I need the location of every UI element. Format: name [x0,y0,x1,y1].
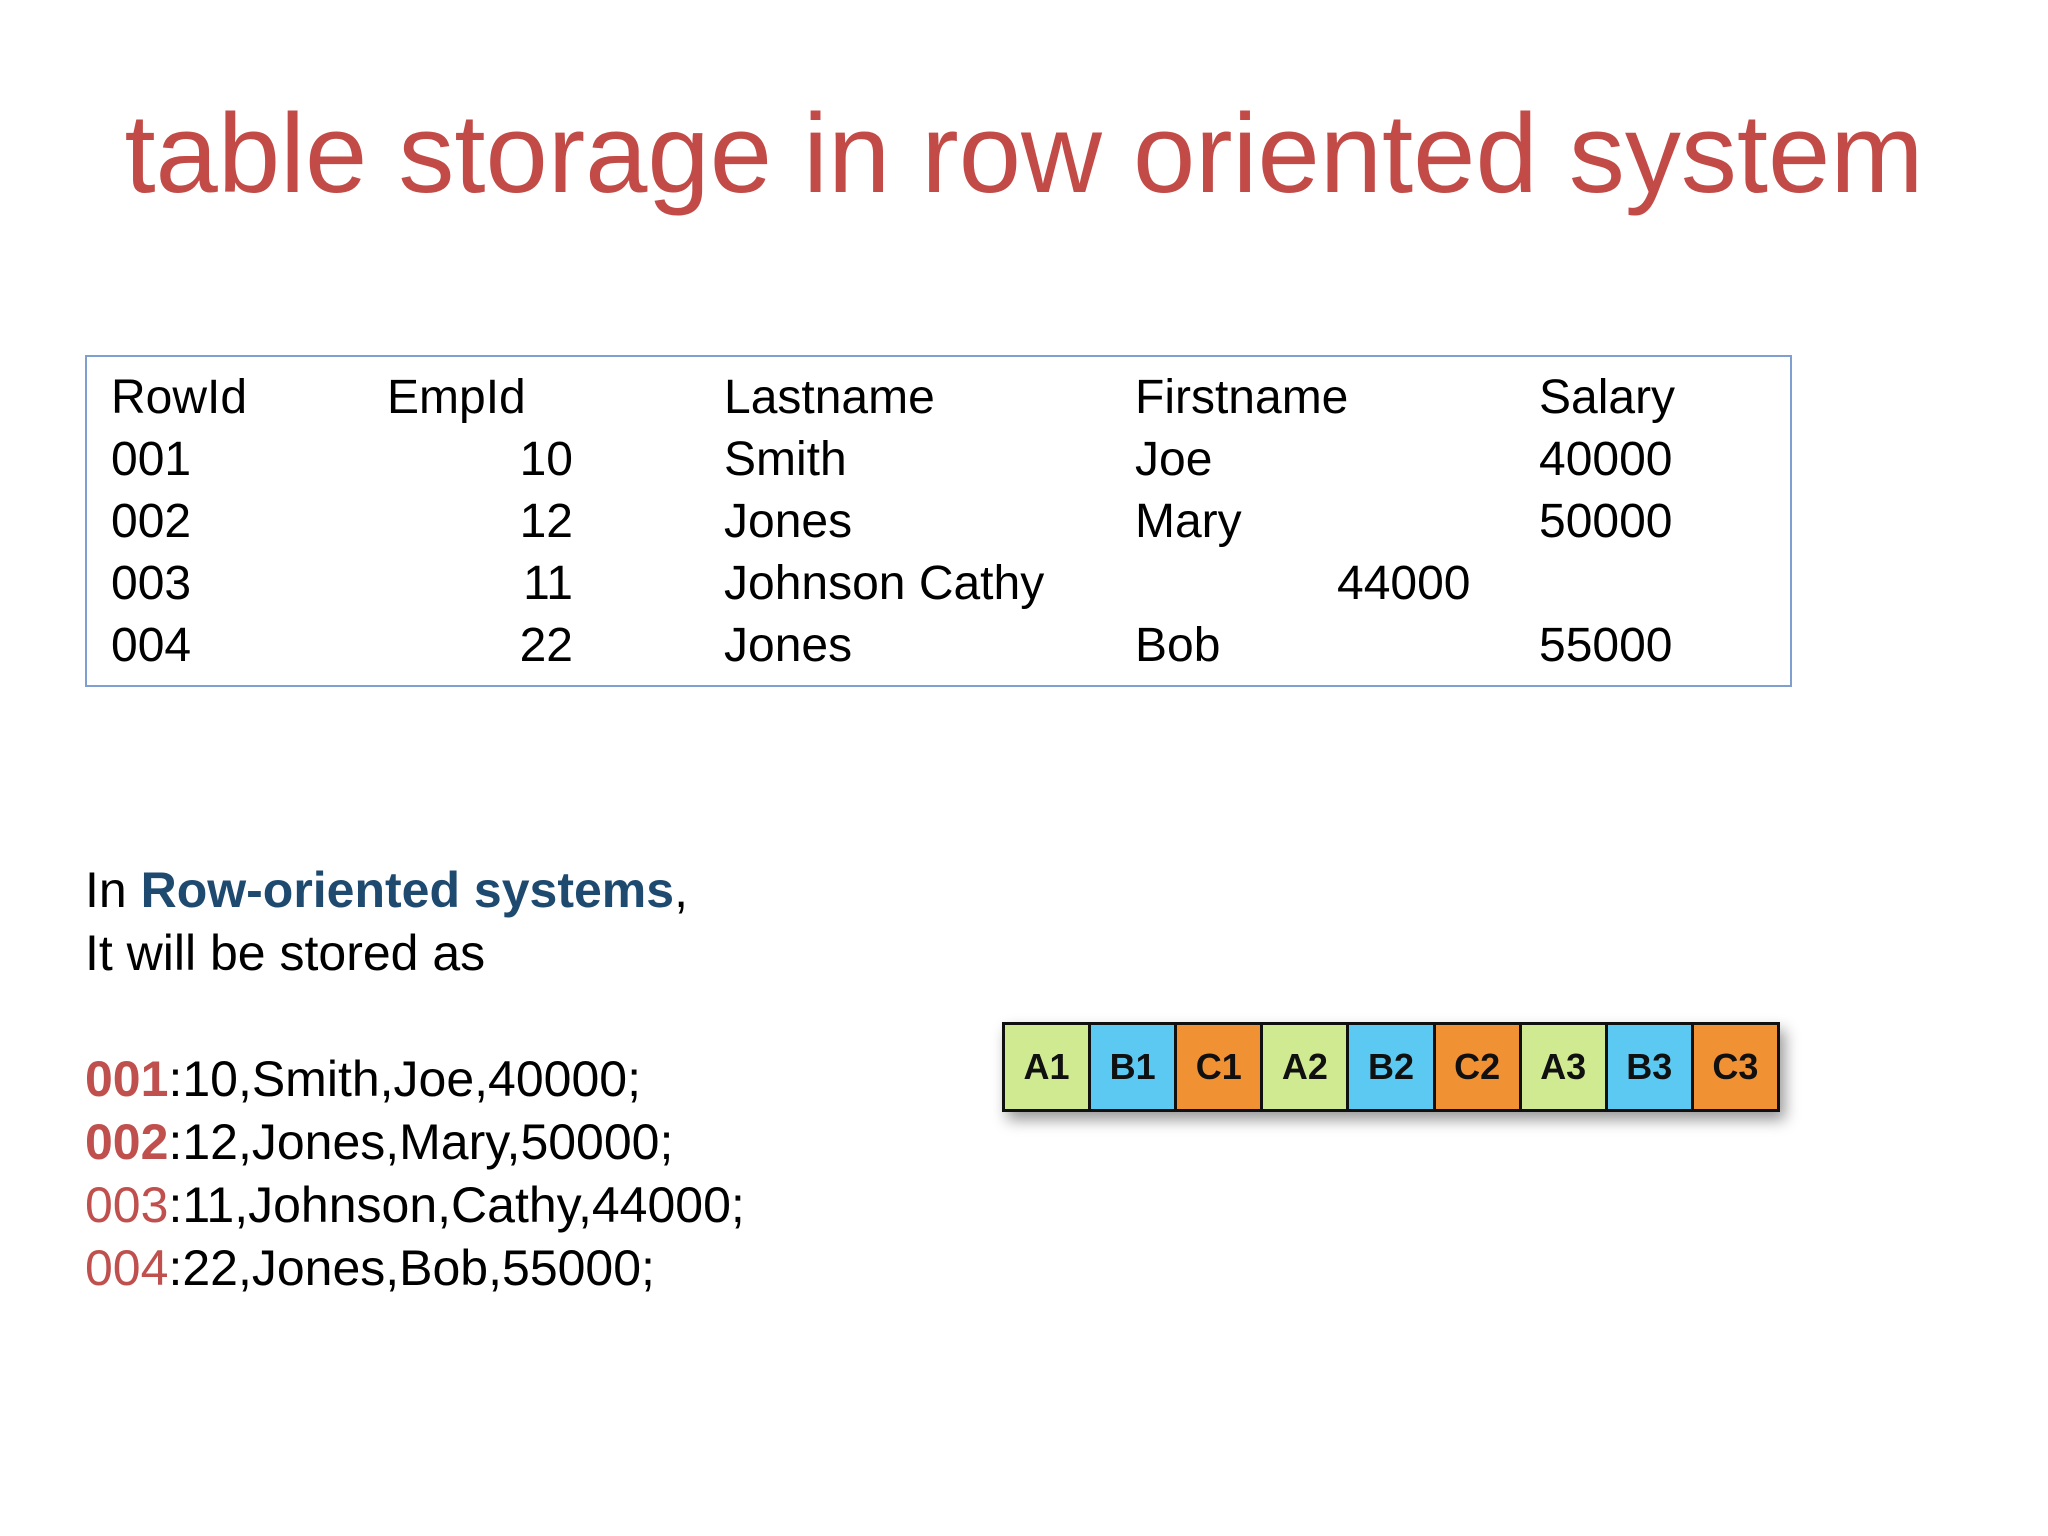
row-storage-strip-diagram: A1 B1 C1 A2 B2 C2 A3 B3 C3 [1002,1022,1780,1112]
cell-firstname: Bob [1135,619,1221,672]
table-header-row: RowId EmpId Lastname Firstname Salary [87,367,1790,429]
strip-cell: A2 [1260,1025,1347,1109]
header-salary: Salary [1539,371,1676,424]
cell-salary: 40000 [1539,433,1673,486]
slide-title: table storage in row oriented system [124,91,1924,216]
cell-empid: 12 [519,495,573,548]
cell-empid: 10 [519,433,573,486]
cell-empid: 11 [523,557,573,610]
cell-salary: 55000 [1539,619,1673,672]
strip-cell: C1 [1174,1025,1261,1109]
record-values: :12,Jones,Mary,50000; [168,1114,674,1170]
intro-emphasis: Row-oriented systems [140,862,675,918]
record-values: :10,Smith,Joe,40000; [168,1051,641,1107]
record-id: 002 [85,1114,169,1170]
record-values: :22,Jones,Bob,55000; [168,1240,655,1296]
strip-cell: C3 [1690,1025,1777,1109]
cell-lastname: Jones [724,619,853,672]
cell-rowid: 004 [111,619,192,672]
table-row: 001 10 Smith Joe 40000 [87,429,1790,491]
cell-salary-offset: 44000 [1337,557,1471,610]
blank-line [85,985,745,1048]
strip-cell: B1 [1088,1025,1175,1109]
header-firstname: Firstname [1135,371,1349,424]
cell-lastname: Johnson Cathy [724,557,1045,610]
strip-cell: B2 [1346,1025,1433,1109]
intro-line: In Row-oriented systems, [85,859,745,922]
record-line: 002:12,Jones,Mary,50000; [85,1111,745,1174]
header-empid: EmpId [387,371,526,424]
cell-rowid: 003 [111,557,192,610]
table-row: 002 12 Jones Mary 50000 [87,491,1790,553]
record-id: 004 [85,1240,169,1296]
stored-as-line: It will be stored as [85,925,486,981]
header-lastname: Lastname [724,371,935,424]
strip-cell: A3 [1518,1025,1605,1109]
table-row: 003 11 Johnson Cathy 44000 [87,553,1790,615]
cell-lastname: Jones [724,495,853,548]
record-id: 003 [85,1177,169,1233]
record-line: 001:10,Smith,Joe,40000; [85,1048,745,1111]
table-row: 004 22 Jones Bob 55000 [87,615,1790,677]
strip-cell: C2 [1432,1025,1519,1109]
cell-rowid: 002 [111,495,192,548]
cell-rowid: 001 [111,433,192,486]
record-line: 003:11,Johnson,Cathy,44000; [85,1174,745,1237]
explanation-block: In Row-oriented systems, It will be stor… [85,859,745,1300]
header-rowid: RowId [111,371,248,424]
strip-cell: B3 [1604,1025,1691,1109]
cell-firstname: Mary [1135,495,1242,548]
cell-salary: 50000 [1539,495,1673,548]
intro-comma: , [674,862,688,918]
intro-prefix: In [85,862,141,918]
cell-lastname: Smith [724,433,847,486]
employee-table: RowId EmpId Lastname Firstname Salary 00… [85,355,1792,687]
record-values: :11,Johnson,Cathy,44000; [168,1177,745,1233]
record-id: 001 [85,1051,169,1107]
strip-cell: A1 [1005,1025,1089,1109]
record-line: 004:22,Jones,Bob,55000; [85,1237,745,1300]
cell-firstname: Joe [1135,433,1213,486]
cell-empid: 22 [519,619,573,672]
